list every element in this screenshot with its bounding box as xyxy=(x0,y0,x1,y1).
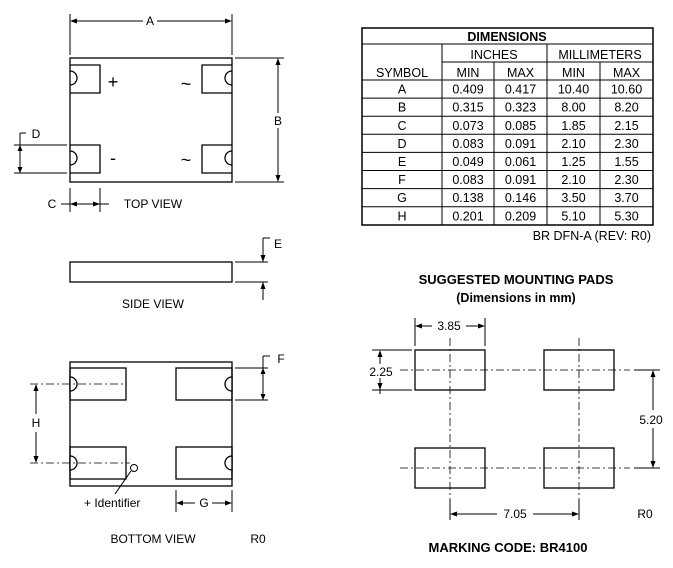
mounting-pads-revision: R0 xyxy=(637,507,653,521)
pin-ac1-mark: ~ xyxy=(181,74,192,94)
mm-max-header: MAX xyxy=(613,66,641,80)
table-value-cell: 10.40 xyxy=(558,83,589,97)
identifier-label: + Identifier xyxy=(84,496,140,510)
table-symbol-cell: G xyxy=(397,191,407,205)
dim-c-label: C xyxy=(48,197,57,211)
table-value-cell: 5.10 xyxy=(561,209,585,223)
table-value-cell: 0.073 xyxy=(452,119,483,133)
table-value-cell: 0.146 xyxy=(505,191,536,205)
table-symbol-cell: A xyxy=(398,83,407,97)
table-value-cell: 1.85 xyxy=(561,119,585,133)
table-value-cell: 0.083 xyxy=(452,173,483,187)
vertical-pitch-label: 5.20 xyxy=(639,413,663,427)
table-rows: A 0.409 0.417 10.40 10.60B 0.315 0.323 8.00 8.20… xyxy=(362,83,653,223)
pin-ac2-mark: ~ xyxy=(181,150,192,170)
table-value-cell: 0.091 xyxy=(505,173,536,187)
pad-height-label: 2.25 xyxy=(369,365,393,379)
dim-d-label: D xyxy=(32,127,41,141)
table-value-cell: 0.049 xyxy=(452,155,483,169)
table-symbol-cell: C xyxy=(397,119,406,133)
table-value-cell: 1.25 xyxy=(561,155,585,169)
table-value-cell: 0.091 xyxy=(505,137,536,151)
table-symbol-cell: H xyxy=(397,209,406,223)
marking-code: MARKING CODE: BR4100 xyxy=(429,540,588,555)
mounting-pads: SUGGESTED MOUNTING PADS (Dimensions in m… xyxy=(369,272,663,521)
table-value-cell: 2.10 xyxy=(561,137,585,151)
table-value-cell: 8.20 xyxy=(614,101,638,115)
bottom-pad-top-right xyxy=(175,367,233,401)
dim-h-label: H xyxy=(32,416,41,430)
inches-header: INCHES xyxy=(470,48,517,62)
table-value-cell: 0.085 xyxy=(505,119,536,133)
table-value-cell: 8.00 xyxy=(561,101,585,115)
table-value-cell: 3.50 xyxy=(561,191,585,205)
dim-g-label: G xyxy=(199,496,208,510)
top-view-caption: TOP VIEW xyxy=(124,197,183,211)
dim-e-label: E xyxy=(274,237,282,251)
identifier-dot xyxy=(130,464,138,472)
symbol-header: SYMBOL xyxy=(376,66,428,80)
bottom-view-caption: BOTTOM VIEW xyxy=(110,532,196,546)
table-symbol-cell: F xyxy=(398,173,406,187)
table-value-cell: 2.10 xyxy=(561,173,585,187)
bottom-view-body xyxy=(69,361,233,487)
inches-max-header: MAX xyxy=(507,66,535,80)
side-view: E SIDE VIEW xyxy=(69,237,282,311)
pin-plus-mark: + xyxy=(108,72,119,92)
table-value-cell: 2.30 xyxy=(614,173,638,187)
top-left-pad xyxy=(70,64,101,94)
table-value-cell: 0.061 xyxy=(505,155,536,169)
millimeters-header: MILLIMETERS xyxy=(558,48,641,62)
table-footnote: BR DFN-A (REV: R0) xyxy=(533,229,651,243)
table-value-cell: 0.417 xyxy=(505,83,536,97)
side-view-body xyxy=(69,261,233,283)
pad-width-label: 3.85 xyxy=(437,319,461,333)
table-value-cell: 5.30 xyxy=(614,209,638,223)
dimensions-table: DIMENSIONS INCHES MILLIMETERS SYMBOL MIN… xyxy=(361,27,654,226)
mm-min-header: MIN xyxy=(562,66,585,80)
table-value-cell: 0.138 xyxy=(452,191,483,205)
mounting-pads-subtitle: (Dimensions in mm) xyxy=(456,291,575,305)
side-view-caption: SIDE VIEW xyxy=(122,297,185,311)
table-value-cell: 0.083 xyxy=(452,137,483,151)
dim-b-label: B xyxy=(274,114,282,128)
dim-a-label: A xyxy=(146,14,154,28)
top-view-body xyxy=(69,57,233,183)
table-value-cell: 1.55 xyxy=(614,155,638,169)
inches-min-header: MIN xyxy=(457,66,480,80)
bottom-right-pad xyxy=(201,144,232,174)
horizontal-pitch-label: 7.05 xyxy=(503,507,527,521)
table-value-cell: 0.409 xyxy=(452,83,483,97)
table-title: DIMENSIONS xyxy=(467,30,546,44)
table-value-cell: 2.15 xyxy=(614,119,638,133)
mounting-pads-title: SUGGESTED MOUNTING PADS xyxy=(419,272,614,287)
bottom-pad-bottom-right xyxy=(175,446,233,480)
top-right-pad xyxy=(201,64,232,94)
dim-f-label: F xyxy=(277,352,284,366)
table-value-cell: 2.30 xyxy=(614,137,638,151)
table-value-cell: 0.323 xyxy=(505,101,536,115)
table-value-cell: 0.201 xyxy=(452,209,483,223)
bottom-left-pad xyxy=(70,144,101,174)
table-value-cell: 10.60 xyxy=(611,83,642,97)
pin-minus-mark: - xyxy=(110,148,116,168)
bottom-view: H F G + Identifier BOTTOM VIEW R0 xyxy=(30,352,285,546)
table-value-cell: 0.315 xyxy=(452,101,483,115)
bottom-view-revision: R0 xyxy=(250,532,266,546)
table-symbol-cell: B xyxy=(398,101,406,115)
table-value-cell: 3.70 xyxy=(614,191,638,205)
table-value-cell: 0.209 xyxy=(505,209,536,223)
table-symbol-cell: D xyxy=(397,137,406,151)
top-view: + - ~ ~ A B D C TOP VIE xyxy=(14,14,284,212)
table-symbol-cell: E xyxy=(398,155,406,169)
